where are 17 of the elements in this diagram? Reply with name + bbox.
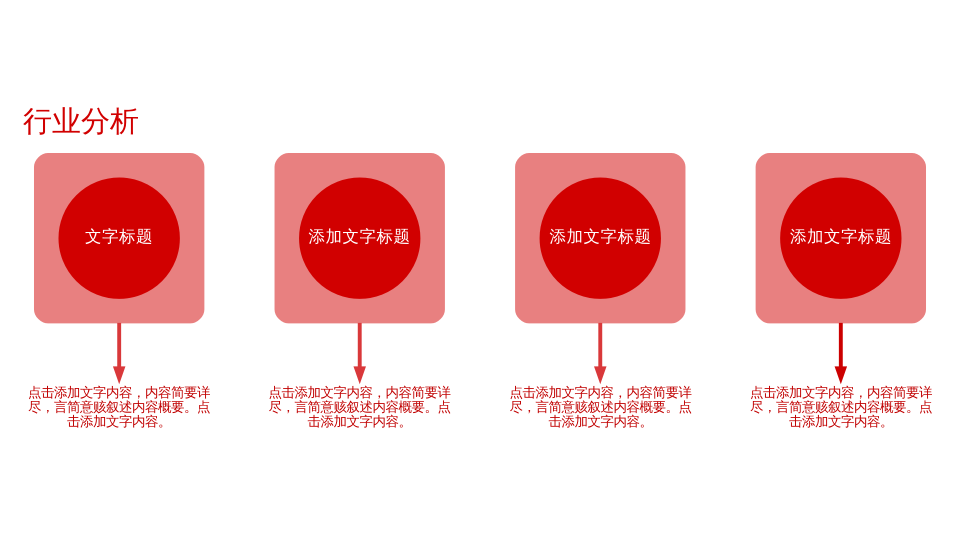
node-text: 点击添加文字内容，内容简要详尽，言简意赅叙述内容概要。点击添加文字内容。 [750,386,932,430]
arrow [834,322,848,384]
cluster [34,152,204,323]
node-circle: 添加文字标题 [540,177,661,298]
cluster [756,152,926,323]
diagram-title: 行业分析 [22,104,139,138]
node-text: 点击添加文字内容，内容简要详尽，言简意赅叙述内容概要。点击添加文字内容。 [268,386,451,430]
node-text: 点击添加文字内容，内容简要详尽，言简意赅叙述内容概要。点击添加文字内容。 [509,386,692,430]
cluster [515,152,686,323]
arrow [594,322,607,384]
node-circle: 文字标题 [58,177,180,298]
arrow [112,322,126,384]
arrow [353,322,366,384]
node-circle: 添加文字标题 [780,177,902,298]
node-circle: 添加文字标题 [299,177,420,298]
cluster [274,152,445,323]
node-text: 点击添加文字内容，内容简要详尽，言简意赅叙述内容概要。点击添加文字内容。 [28,386,210,430]
